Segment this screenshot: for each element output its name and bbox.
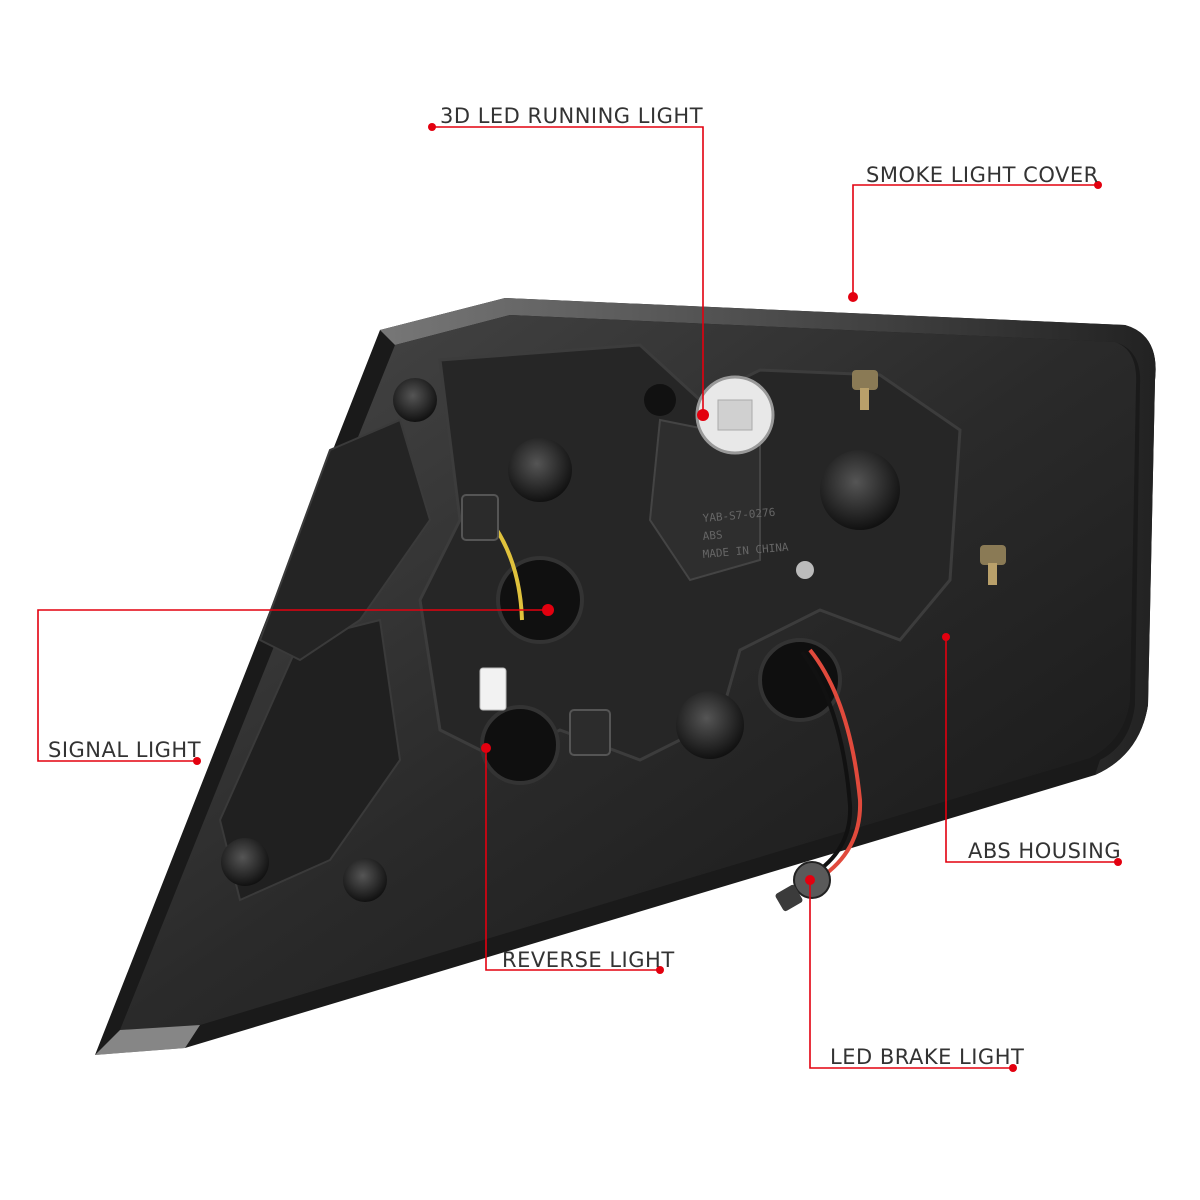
brake-wire-black — [800, 650, 853, 877]
brake-connector — [775, 861, 831, 912]
label-smoke-light-cover: SMOKE LIGHT COVER — [866, 163, 1099, 187]
label-abs-housing: ABS HOUSING — [968, 839, 1122, 863]
smoke-cover-line — [852, 184, 1098, 297]
mounting-bolt-top — [852, 370, 878, 410]
abs-housing-line — [945, 637, 1118, 863]
mounting-bolt-right — [980, 545, 1006, 585]
callout-lines — [37, 126, 1118, 1069]
housing-marking-abs: ABS — [702, 528, 723, 543]
running-light-line — [432, 126, 704, 415]
signal-light-line — [37, 609, 548, 762]
label-3d-led-running-light: 3D LED RUNNING LIGHT — [440, 104, 704, 128]
brake-wire-red — [808, 648, 863, 880]
callout-dots — [193, 123, 1122, 1072]
label-reverse-light: REVERSE LIGHT — [502, 948, 675, 972]
brake-light-line — [809, 880, 1013, 1069]
housing-marking-part: YAB-S7-0276 — [702, 506, 776, 525]
label-led-brake-light: LED BRAKE LIGHT — [830, 1045, 1025, 1069]
reverse-light-line — [485, 748, 660, 971]
label-signal-light: SIGNAL LIGHT — [48, 738, 202, 762]
